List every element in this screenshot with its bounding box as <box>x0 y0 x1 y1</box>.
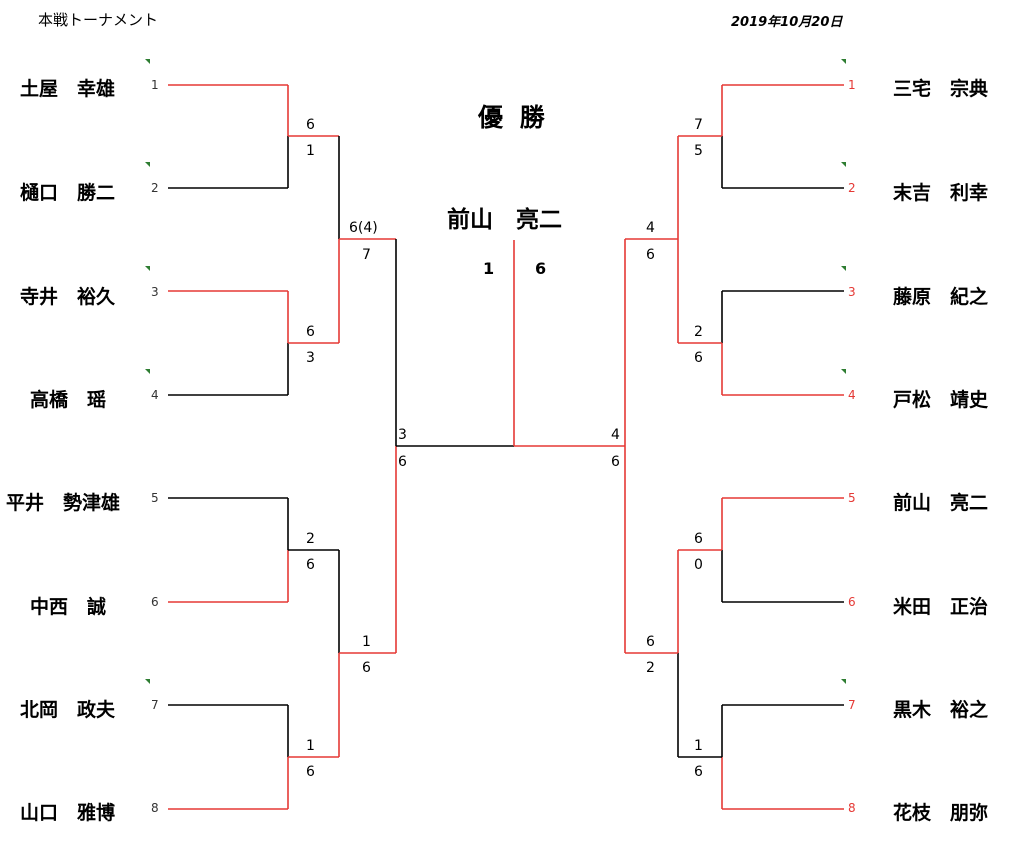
champion-name: 前山 亮二 <box>447 207 562 233</box>
seed-marker-icon <box>841 266 846 271</box>
right-player-name: 戸松 靖史 <box>893 389 989 411</box>
champion-heading: 優 勝 <box>478 103 549 132</box>
seed-marker-icon <box>145 162 150 167</box>
match-score-top: 6 <box>694 531 703 547</box>
match-score-bottom: 6 <box>694 350 703 366</box>
match-score-bottom: 5 <box>694 143 703 159</box>
seed-marker-icon <box>841 162 846 167</box>
left-player-name: 土屋 幸雄 <box>20 78 116 100</box>
match-score-top: 1 <box>362 634 371 650</box>
right-seed-number: 4 <box>848 388 856 402</box>
right-player-name: 前山 亮二 <box>893 492 989 514</box>
right-player-name: 米田 正治 <box>893 596 989 618</box>
left-player-name: 平井 勢津雄 <box>6 492 121 514</box>
right-seed-number: 2 <box>848 181 856 195</box>
match-score-top: 6 <box>646 634 655 650</box>
match-score-bottom: 6 <box>306 764 315 780</box>
right-seed-number: 8 <box>848 801 856 815</box>
match-score-top: 6 <box>306 324 315 340</box>
match-score-bottom: 7 <box>362 247 371 263</box>
final-score-left: 1 <box>483 259 495 278</box>
match-score-bottom: 6 <box>306 557 315 573</box>
seed-marker-icon <box>145 59 150 64</box>
left-player-name: 高橋 瑶 <box>30 389 107 411</box>
left-seed-number: 7 <box>151 698 159 712</box>
seed-marker-icon <box>145 369 150 374</box>
match-score-bottom: 1 <box>306 143 315 159</box>
match-score-bottom: 6 <box>398 454 407 470</box>
match-score-top: 6(4) <box>349 220 378 236</box>
right-seed-number: 6 <box>848 595 856 609</box>
seed-marker-icon <box>841 679 846 684</box>
seed-marker-icon <box>841 59 846 64</box>
match-score-bottom: 6 <box>611 454 620 470</box>
left-player-name: 中西 誠 <box>30 596 107 618</box>
match-score-top: 1 <box>306 738 315 754</box>
match-score-top: 6 <box>306 117 315 133</box>
left-seed-number: 8 <box>151 801 159 815</box>
right-seed-number: 5 <box>848 491 856 505</box>
right-player-name: 花枝 朋弥 <box>893 802 989 824</box>
match-score-bottom: 0 <box>694 557 703 573</box>
match-score-top: 4 <box>646 220 655 236</box>
right-player-name: 藤原 紀之 <box>893 286 989 308</box>
final-score-right: 6 <box>535 259 547 278</box>
match-score-top: 2 <box>306 531 315 547</box>
match-score-bottom: 6 <box>646 247 655 263</box>
match-score-top: 4 <box>611 427 620 443</box>
seed-marker-icon <box>145 266 150 271</box>
left-seed-number: 2 <box>151 181 159 195</box>
match-score-top: 7 <box>694 117 703 133</box>
right-player-name: 三宅 宗典 <box>893 78 989 100</box>
left-player-name: 山口 雅博 <box>20 802 116 824</box>
match-score-top: 2 <box>694 324 703 340</box>
left-seed-number: 5 <box>151 491 159 505</box>
left-seed-number: 4 <box>151 388 159 402</box>
match-score-bottom: 6 <box>694 764 703 780</box>
left-player-name: 北岡 政夫 <box>20 699 116 721</box>
match-score-bottom: 3 <box>306 350 315 366</box>
left-seed-number: 6 <box>151 595 159 609</box>
match-score-bottom: 6 <box>362 660 371 676</box>
match-score-top: 1 <box>694 738 703 754</box>
match-score-top: 3 <box>398 427 407 443</box>
right-player-name: 末吉 利幸 <box>893 182 989 204</box>
event-date: 2019年10月20日 <box>731 15 843 30</box>
right-seed-number: 3 <box>848 285 856 299</box>
seed-marker-icon <box>841 369 846 374</box>
right-player-name: 黒木 裕之 <box>893 699 989 721</box>
left-player-name: 寺井 裕久 <box>20 286 116 308</box>
right-seed-number: 1 <box>848 78 856 92</box>
left-player-name: 樋口 勝二 <box>20 182 116 204</box>
right-seed-number: 7 <box>848 698 856 712</box>
page-title: 本戦トーナメント <box>38 11 159 29</box>
left-seed-number: 3 <box>151 285 159 299</box>
match-score-bottom: 2 <box>646 660 655 676</box>
left-seed-number: 1 <box>151 78 159 92</box>
seed-marker-icon <box>145 679 150 684</box>
